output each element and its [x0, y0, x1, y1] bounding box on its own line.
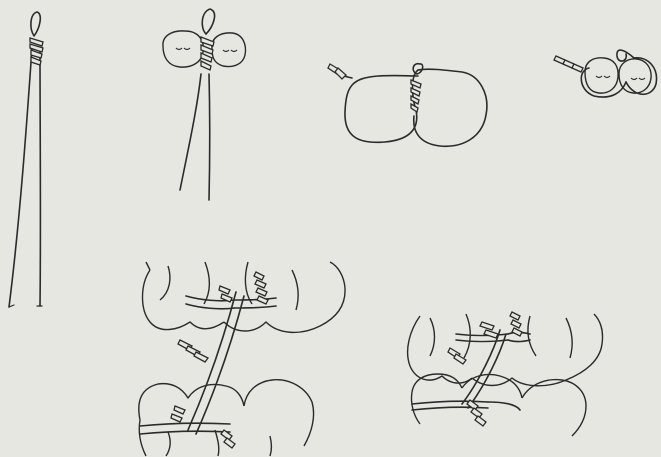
twist-segment	[178, 340, 208, 362]
step-4-tightened-loops	[554, 50, 656, 97]
twist-segment	[219, 286, 232, 302]
twist-segment	[171, 406, 185, 422]
twist-segment	[328, 64, 346, 79]
twist-segment	[201, 37, 214, 70]
step-2-eyelet-between-teeth	[163, 9, 246, 200]
upper-tooth	[224, 262, 345, 332]
step-1-folded-wire-with-eyelet	[9, 12, 43, 307]
twist-segment	[30, 38, 43, 65]
twist-segment	[467, 400, 486, 426]
applied-ligature-left	[139, 262, 345, 456]
lower-tooth	[139, 384, 244, 420]
tooth-crown-right	[619, 59, 651, 93]
twist-segment	[221, 430, 235, 448]
step-3-figure-eight-loops	[328, 64, 487, 147]
applied-ligature-right	[408, 312, 603, 436]
upper-tooth	[408, 316, 472, 383]
twist-segment	[510, 312, 522, 336]
twist-segment	[448, 348, 466, 364]
twist-segment	[554, 56, 583, 72]
tooth-crown-left	[163, 31, 203, 67]
tooth-crown-left	[585, 58, 618, 93]
tooth-crown-right	[212, 33, 246, 67]
